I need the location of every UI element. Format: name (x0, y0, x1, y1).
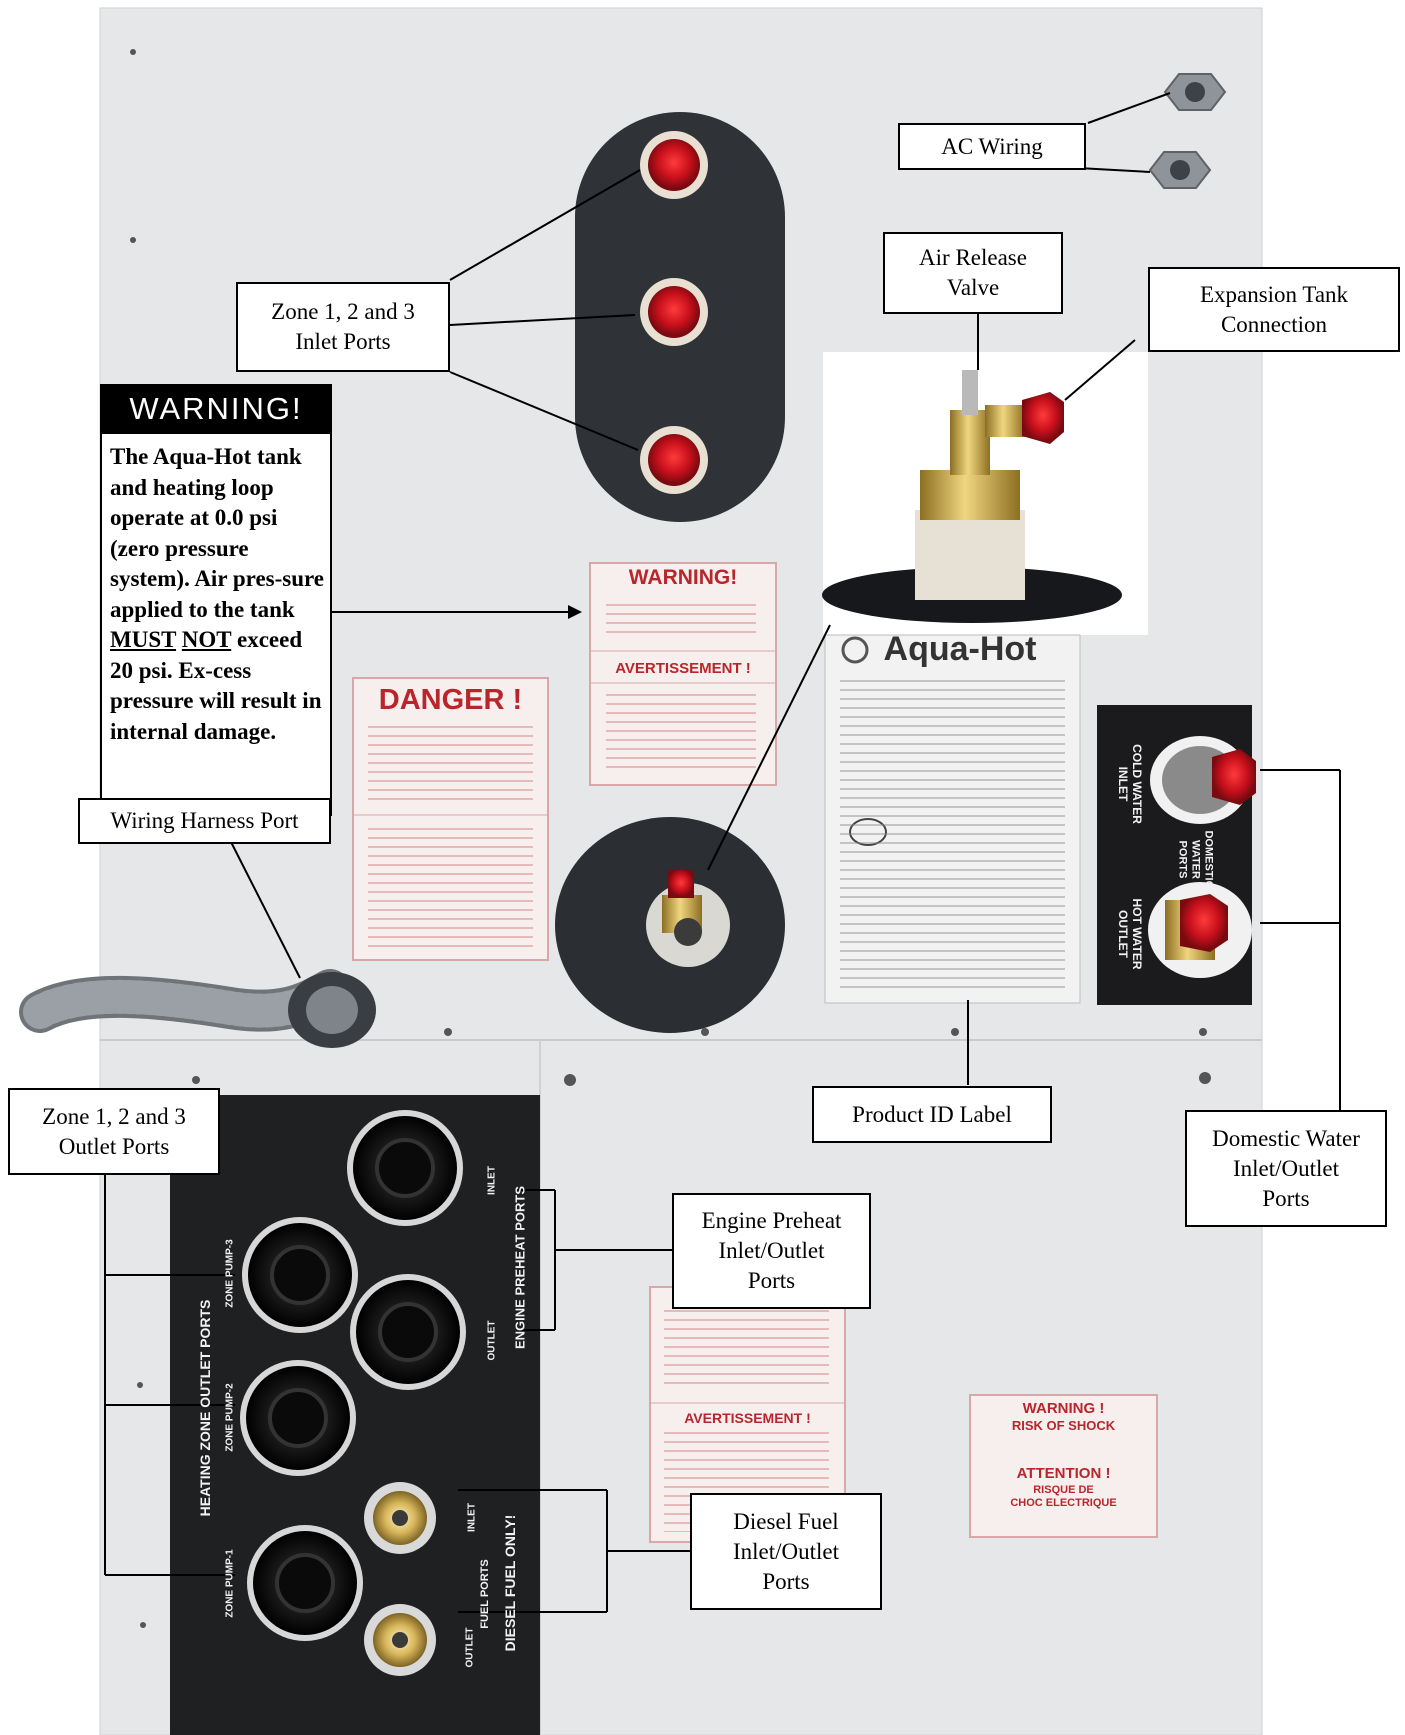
hot-water-outlet-label: HOT WATER OUTLET (1116, 898, 1144, 970)
danger-fineprint-fr (368, 828, 533, 948)
zone-pump-2-label: ZONE PUMP-2 (224, 1383, 236, 1452)
callout-product-id: Product ID Label (812, 1086, 1052, 1143)
expansion-tank-plate (555, 817, 785, 1033)
diesel-only-label: DIESEL FUEL ONLY! (502, 1514, 518, 1652)
lower-port-panel (170, 1095, 540, 1735)
fuel-ports-label: FUEL PORTS (479, 1559, 491, 1629)
zone-inlet-plate (575, 112, 785, 522)
callout-expansion-tank: Expansion Tank Connection (1148, 267, 1400, 352)
zone-pump-1-label: ZONE PUMP-1 (224, 1549, 236, 1618)
engine-preheat-ports-label: ENGINE PREHEAT PORTS (512, 1186, 528, 1350)
fuel-outlet-label: OUTLET (464, 1627, 476, 1668)
ac-wiring-bushings (1148, 73, 1227, 189)
attention-title: ATTENTION ! (1016, 1465, 1111, 1482)
warning-text-part1: The Aqua-Hot tank and heating loop opera… (110, 444, 325, 622)
lower-avertissement-title: AVERTISSEMENT ! (684, 1410, 811, 1426)
engine-preheat-inlet-port (347, 1110, 463, 1226)
warning-callout-title: WARNING! (100, 384, 332, 434)
product-id-label (824, 634, 1081, 1004)
callout-zone-outlet: Zone 1, 2 and 3 Outlet Ports (8, 1088, 220, 1175)
diesel-fuel-outlet-port (364, 1604, 436, 1676)
air-release-valve-photo (822, 352, 1148, 635)
diesel-fuel-inlet-port (364, 1482, 436, 1554)
callout-air-release-valve: Air Release Valve (883, 232, 1063, 314)
risque-text: RISQUE DE CHOC ELECTRIQUE (1010, 1484, 1117, 1509)
engine-inlet-label: INLET (486, 1166, 498, 1195)
warning-callout-box (100, 384, 332, 816)
callout-diesel-fuel: Diesel Fuel Inlet/Outlet Ports (690, 1493, 882, 1610)
shock-risk-text: RISK OF SHOCK (1011, 1418, 1116, 1433)
avertissement-fineprint (606, 694, 756, 774)
brand-logo: Aqua-Hot (883, 630, 1037, 668)
callout-engine-preheat: Engine Preheat Inlet/Outlet Ports (672, 1193, 871, 1309)
callout-wiring-harness: Wiring Harness Port (78, 798, 331, 844)
warning-callout-text: The Aqua-Hot tank and heating loop opera… (110, 442, 328, 747)
zone-pump-3-label: ZONE PUMP-3 (224, 1239, 236, 1308)
callout-ac-wiring: AC Wiring (898, 123, 1086, 170)
warning-text-part2: exceed 20 psi. Ex-cess pressure will res… (110, 627, 322, 744)
wiring-harness-hose (19, 969, 376, 1048)
danger-fineprint-en (368, 726, 533, 806)
domestic-water-ports-label: DOMESTIC WATER PORTS (1176, 830, 1215, 889)
danger-title: DANGER ! (378, 684, 523, 716)
hose-port-zone3 (242, 1217, 358, 1333)
fuel-inlet-label: INLET (466, 1503, 478, 1532)
cold-water-inlet-label: COLD WATER INLET (1116, 744, 1144, 824)
domestic-water-panel (1097, 705, 1256, 1005)
heating-zone-label: HEATING ZONE OUTLET PORTS (197, 1299, 213, 1517)
warning-text-must: MUST (110, 627, 177, 652)
leader-lines (104, 92, 1341, 1613)
hose-port-zone1 (247, 1525, 363, 1641)
product-id-fineprint (840, 680, 1065, 990)
lower-sticker-fineprint-en (664, 1310, 829, 1390)
hose-port-zone2 (240, 1360, 356, 1476)
shock-warning-title: WARNING ! (1022, 1400, 1105, 1417)
callout-zone-inlet: Zone 1, 2 and 3 Inlet Ports (236, 282, 450, 372)
panel-screws (130, 49, 1211, 1628)
warning-sticker-fineprint (606, 604, 756, 640)
avertissement-title: AVERTISSEMENT ! (615, 660, 751, 677)
shock-warning-sticker (969, 1394, 1158, 1538)
warning-sticker-title: WARNING! (628, 566, 738, 589)
warning-text-not: NOT (181, 627, 232, 652)
callout-domestic-water: Domestic Water Inlet/Outlet Ports (1185, 1110, 1387, 1227)
engine-outlet-label: OUTLET (486, 1320, 498, 1361)
engine-preheat-outlet-port (350, 1274, 466, 1390)
